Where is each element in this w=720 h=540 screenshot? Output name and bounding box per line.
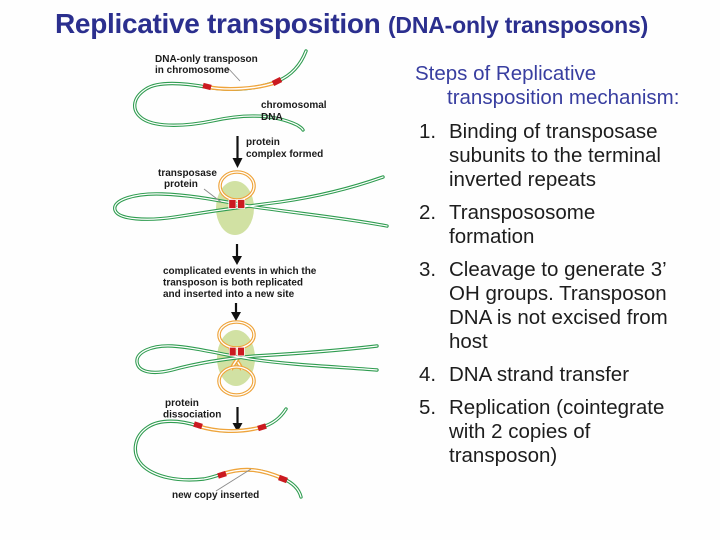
steps-heading: Steps of Replicative transposition mecha… [415,62,680,109]
inverted-repeat-marker [217,470,227,479]
list-item: 4. DNA strand transfer [415,363,705,387]
inverted-repeat-marker [202,82,212,91]
item-number: 2. [419,201,437,224]
inverted-repeat-marker [278,474,288,484]
steps-list: 1. Binding of transposase subunits to th… [415,120,705,468]
stage3-replication-intermediate [135,320,379,397]
list-item: 5. Replication (cointegrate with 2 copie… [415,396,705,468]
inverted-repeat-marker [237,346,245,357]
chromosomal-dna-label: DNA [261,112,283,123]
dissociation-label: protein [165,398,199,409]
new-copy-label: new copy inserted [172,490,259,501]
inverted-repeat-marker [257,423,267,432]
transposon-label: in chromosome [155,65,230,76]
protein-complex-label: complex formed [246,149,323,160]
list-item: 3. Cleavage to generate 3’ OH groups. Tr… [415,258,705,354]
item-number: 5. [419,396,437,419]
chromosomal-dna-label: chromosomal [261,100,327,111]
item-text: DNA strand transfer [449,363,630,386]
transposon-label: DNA-only transposon [155,54,258,65]
label-pointer-line [203,188,222,203]
item-text: Binding of transposase subunits to the t… [449,120,661,191]
transposase-label: transposase [158,168,217,179]
stage4-new-copy: new copy inserted [133,407,303,501]
inverted-repeat-marker [237,199,246,209]
replicative-transposition-diagram: DNA-only transposon in chromosome chromo… [113,49,389,501]
stage2-transpososome: transposase protein [113,168,389,235]
svg-text:and inserted into a new site: and inserted into a new site [163,289,295,300]
page-title: Replicative transposition (DNA-only tran… [55,8,648,40]
inverted-repeat-marker [271,77,283,86]
transposase-label: protein [164,179,198,190]
list-item: 1. Binding of transposase subunits to th… [415,120,705,192]
steps-panel: Steps of Replicative transposition mecha… [415,62,705,477]
label-pointer-line [215,468,252,492]
dissociation-label: dissociation [163,410,221,421]
list-item: 2. Transpososome formation [415,201,705,249]
inverted-repeat-marker [228,199,237,209]
stage1-chromosome: DNA-only transposon in chromosome chromo… [133,49,327,132]
item-number: 3. [419,258,437,281]
item-number: 1. [419,120,437,143]
label-pointer-line [226,66,241,82]
arrow-down-icon [232,244,242,265]
protein-complex-label: protein [246,137,280,148]
item-text: Replication (cointegrate with 2 copies o… [449,396,665,467]
title-suffix: (DNA-only transposons) [387,12,649,38]
item-number: 4. [419,363,437,386]
complicated-events-caption: complicated events in which the transpos… [163,266,317,300]
inverted-repeat-marker [193,421,203,430]
arrow-down-icon [231,303,241,321]
item-text: Transpososome formation [449,201,596,248]
item-text: Cleavage to generate 3’ OH groups. Trans… [449,258,668,353]
arrow-down-icon: protein complex formed [232,136,323,168]
svg-text:transposon is both replicated: transposon is both replicated [163,278,303,289]
svg-text:complicated events in which th: complicated events in which the [163,266,317,277]
title-main: Replicative transposition [55,8,388,39]
inverted-repeat-marker [228,346,237,357]
arrow-down-icon: protein dissociation [163,398,243,432]
